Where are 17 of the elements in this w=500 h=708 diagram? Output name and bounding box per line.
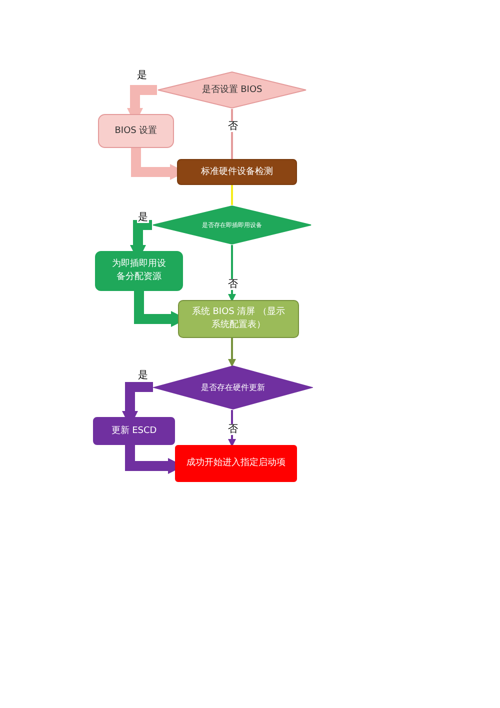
edge-label: 否 — [227, 424, 239, 435]
decision-diamond: 是否设置 BIOS — [157, 71, 307, 109]
arrow — [228, 245, 236, 302]
process-box: 标准硬件设备检测 — [177, 159, 297, 185]
process-box: 为即插即用设备分配资源 — [95, 251, 183, 291]
process-box: 更新 ESCD — [93, 417, 175, 445]
decision-diamond: 是否存在硬件更新 — [153, 365, 313, 410]
arrow — [228, 410, 236, 447]
edge-label: 是 — [137, 370, 149, 381]
edge-label: 是 — [136, 70, 148, 81]
arrow — [228, 338, 236, 367]
process-box: BIOS 设置 — [98, 114, 174, 148]
edge-label: 否 — [227, 121, 239, 132]
process-box: 系统 BIOS 清屏 （显示系统配置表） — [178, 300, 299, 338]
edge-label: 是 — [137, 212, 149, 223]
terminal-box: 成功开始进入指定启动项 — [175, 445, 297, 482]
edge-label: 否 — [227, 279, 239, 290]
